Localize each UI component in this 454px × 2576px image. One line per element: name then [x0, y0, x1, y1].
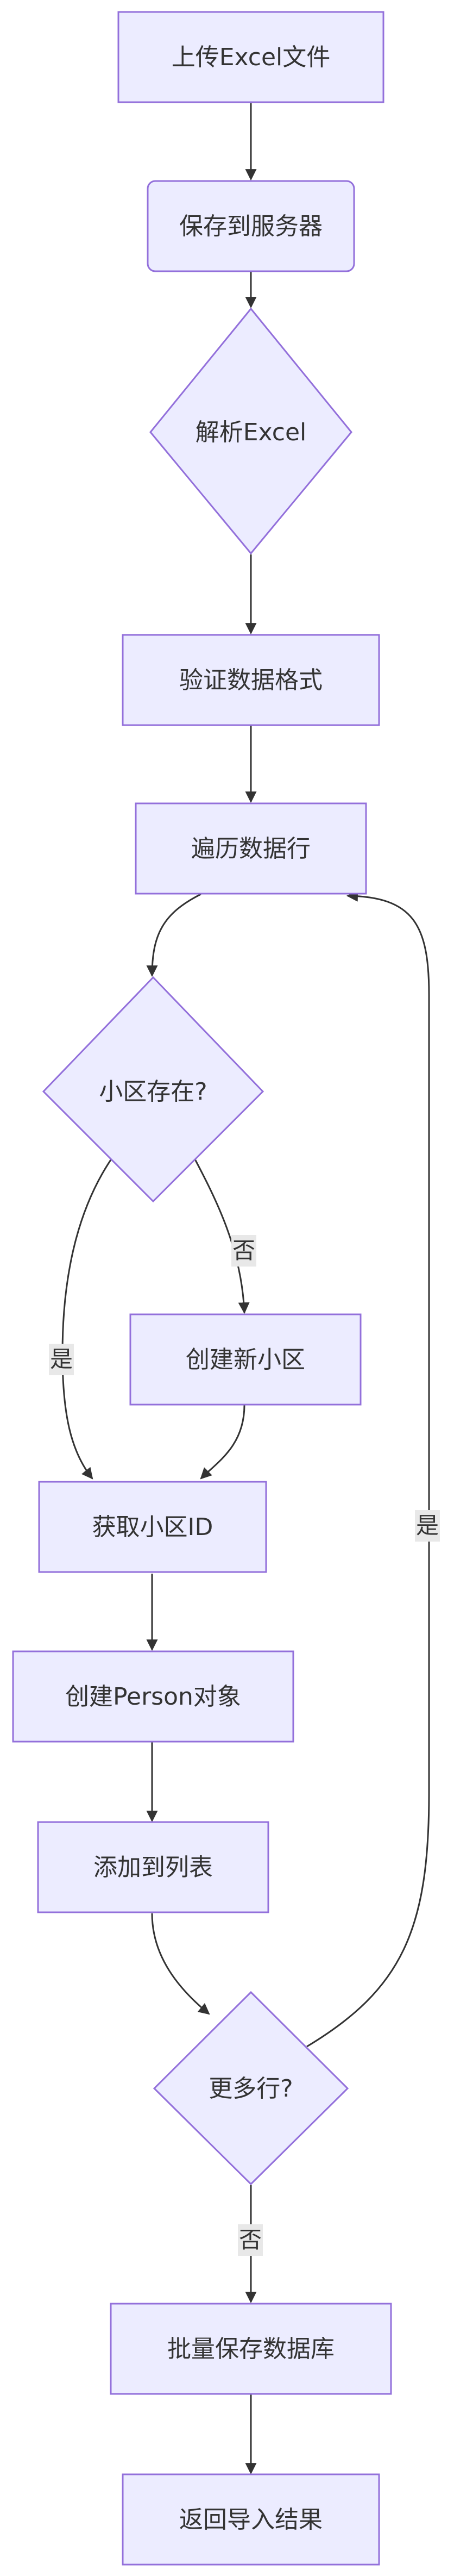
edge-exists-to-create-community [192, 1155, 250, 1314]
node-add-to-list-label: 添加到列表 [93, 1854, 213, 1881]
node-parse-excel-label: 解析Excel [196, 419, 307, 446]
node-validate-data-label: 验证数据格式 [179, 666, 323, 694]
edge-label-more-yes: 是 [415, 1510, 440, 1542]
node-iterate-rows: 遍历数据行 [135, 802, 367, 895]
node-batch-save-label: 批量保存数据库 [167, 2335, 335, 2363]
edge-more-rows-back-to-iterate [306, 890, 430, 2048]
node-create-community-label: 创建新小区 [186, 1346, 305, 1374]
node-more-rows: 更多行? [153, 1991, 349, 2186]
node-save-server: 保存到服务器 [147, 180, 355, 272]
node-iterate-rows-label: 遍历数据行 [191, 835, 311, 863]
node-upload-excel-label: 上传Excel文件 [172, 43, 331, 71]
node-create-community: 创建新小区 [129, 1313, 362, 1406]
node-return-result-label: 返回导入结果 [179, 2506, 323, 2534]
node-create-person: 创建Person对象 [12, 1650, 294, 1743]
node-get-community-id: 获取小区ID [38, 1481, 267, 1573]
node-upload-excel: 上传Excel文件 [117, 11, 384, 103]
node-create-person-label: 创建Person对象 [65, 1683, 241, 1711]
edge-create-community-to-get-id [200, 1405, 245, 1480]
edge-label-exists-no-text: 否 [232, 1237, 255, 1264]
edge-label-more-no: 否 [238, 2224, 263, 2256]
edge-labels: 否 是 是 否 [49, 1235, 440, 2256]
node-more-rows-label: 更多行? [209, 2075, 293, 2103]
edge-label-more-no-text: 否 [239, 2226, 262, 2253]
node-get-community-id-label: 获取小区ID [92, 1513, 213, 1541]
edge-label-exists-yes: 是 [49, 1344, 74, 1375]
edge-iterate-to-exists [146, 893, 201, 977]
edge-exists-to-get-id [61, 1155, 115, 1480]
edge-label-more-yes-text: 是 [416, 1512, 439, 1539]
node-community-exists-label: 小区存在? [99, 1078, 207, 1106]
node-save-server-label: 保存到服务器 [179, 213, 323, 240]
node-validate-data: 验证数据格式 [122, 634, 380, 726]
nodes: 上传Excel文件 保存到服务器 解析Excel 验证数据格式 遍历数据行 小区… [12, 11, 392, 2566]
edge-add-list-to-more-rows [151, 1913, 210, 2015]
edge-label-exists-yes-text: 是 [50, 1346, 73, 1373]
node-community-exists: 小区存在? [42, 976, 264, 1203]
node-add-to-list: 添加到列表 [37, 1821, 269, 1913]
node-return-result: 返回导入结果 [122, 2473, 380, 2566]
node-parse-excel: 解析Excel [149, 307, 352, 555]
node-batch-save: 批量保存数据库 [110, 2303, 392, 2395]
edge-label-exists-no: 否 [231, 1235, 256, 1267]
